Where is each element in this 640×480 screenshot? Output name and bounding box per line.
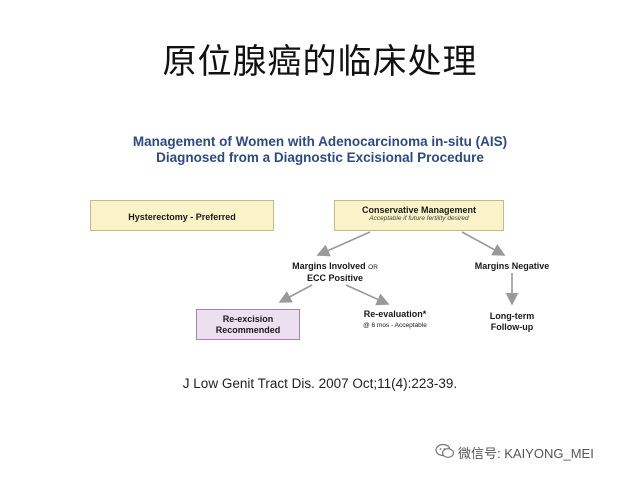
margins-involved-node: Margins Involved OR ECC Positive [285,261,385,284]
hysterectomy-label: Hysterectomy - Preferred [128,212,236,222]
ecc-positive-label: ECC Positive [306,273,364,283]
diagram-title: Management of Women with Adenocarcinoma … [120,134,520,166]
arrow-to-reexcision [278,284,313,303]
margins-involved-or: OR [368,264,378,271]
citation: J Low Genit Tract Dis. 2007 Oct;11(4):22… [182,376,458,391]
recommended-label: Recommended [215,325,281,335]
longterm-node: Long-term Follow-up [472,311,552,333]
hysterectomy-box: Hysterectomy - Preferred [90,200,274,231]
diagram-title-line1: Management of Women with Adenocarcinoma … [132,134,508,149]
margins-negative-node: Margins Negative [460,261,564,272]
reevaluation-sublabel: @ 6 mos - Acceptable [363,322,427,329]
margins-involved-label: Margins Involved [292,261,366,271]
margins-negative-label: Margins Negative [474,261,550,271]
slide-title: 原位腺癌的临床处理 [162,42,478,82]
longterm-label: Long-term [489,311,535,321]
followup-label: Follow-up [490,322,534,332]
conservative-management-box: Conservative Management Acceptable if fu… [334,200,504,231]
arrow-conservative-to-margins-involved [316,231,371,257]
wechat-icon [435,443,455,458]
arrow-to-reevaluation [345,284,390,306]
conservative-label: Conservative Management [361,205,477,215]
watermark-text: 微信号: KAIYONG_MEI [458,446,594,461]
reexcision-label: Re-excision [222,314,274,324]
conservative-sublabel: Acceptable if future fertility desired [369,215,469,222]
reevaluation-label: Re-evaluation* [363,309,427,319]
reevaluation-node: Re-evaluation* @ 6 mos - Acceptable [345,309,445,331]
arrow-conservative-to-margins-negative [461,231,506,256]
diagram-title-line2: Diagnosed from a Diagnostic Excisional P… [156,150,484,165]
reexcision-box: Re-excision Recommended [196,309,300,340]
